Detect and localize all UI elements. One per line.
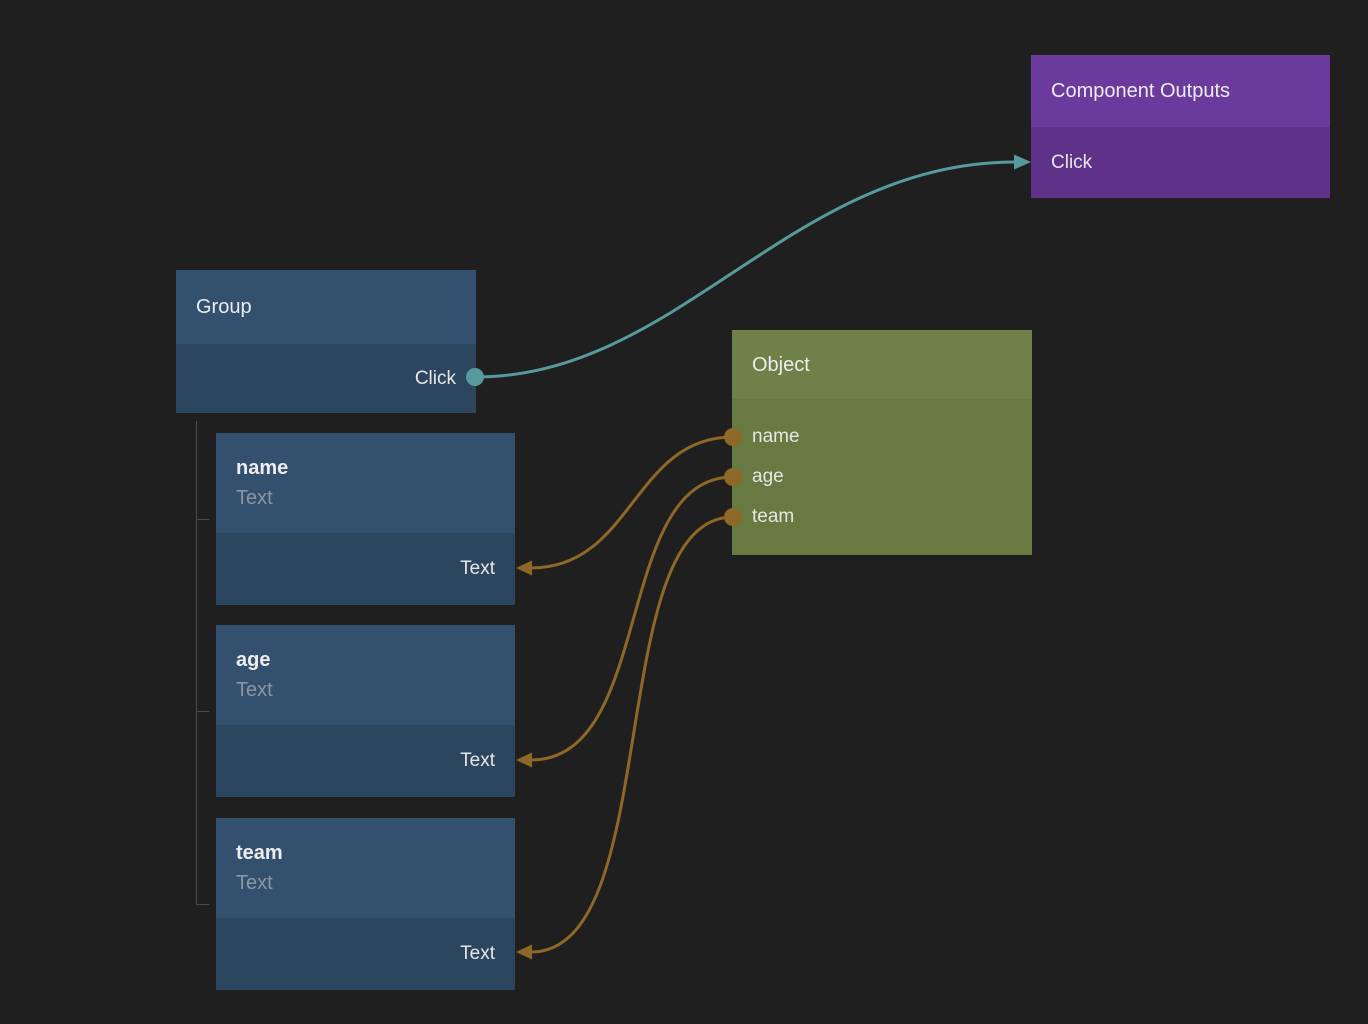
wire-object-team-to-team-text[interactable] (530, 515, 734, 954)
node-age-header[interactable]: age Text (216, 625, 515, 725)
node-group-header[interactable]: Group (176, 270, 476, 344)
node-name-type: Text (236, 487, 273, 509)
port-row-object-name[interactable]: name (732, 417, 1032, 457)
node-team-title: team (236, 842, 283, 864)
node-group-title: Group (196, 296, 252, 318)
port-label-name-text: Text (460, 558, 495, 579)
arrowhead-component-outputs-click-icon (1014, 154, 1031, 170)
node-component-outputs[interactable]: Component Outputs Click (1031, 55, 1330, 198)
arrowhead-team-text-icon (516, 944, 532, 960)
node-age-type: Text (236, 679, 273, 701)
node-team-type: Text (236, 872, 273, 894)
port-row-object-age[interactable]: age (732, 457, 1032, 497)
port-label-team-text: Text (460, 943, 495, 964)
port-row-age-text[interactable]: Text (216, 725, 515, 797)
node-name[interactable]: name Text Text (216, 433, 515, 605)
port-label-component-outputs-click: Click (1051, 151, 1093, 173)
port-row-name-text[interactable]: Text (216, 533, 515, 605)
node-name-title: name (236, 457, 289, 479)
node-age[interactable]: age Text Text (216, 625, 515, 797)
node-component-outputs-body: Click (1031, 127, 1330, 198)
arrowhead-age-text-icon (516, 752, 532, 768)
wire-object-name-to-name-text[interactable] (530, 435, 734, 570)
node-component-outputs-header[interactable]: Component Outputs (1031, 55, 1330, 127)
node-age-body: Text (216, 725, 515, 797)
node-object[interactable]: Object name age team (732, 330, 1032, 555)
node-team-body: Text (216, 918, 515, 990)
tree-connector-line (196, 421, 209, 905)
node-object-header[interactable]: Object (732, 330, 1032, 399)
arrowhead-name-text-icon (516, 560, 532, 576)
port-label-group-click: Click (414, 367, 456, 389)
port-row-object-team[interactable]: team (732, 497, 1032, 537)
node-object-body: name age team (732, 399, 1032, 555)
port-row-group-click[interactable]: Click (176, 344, 476, 413)
node-name-header[interactable]: name Text (216, 433, 515, 533)
node-name-body: Text (216, 533, 515, 605)
node-component-outputs-title: Component Outputs (1051, 80, 1230, 102)
node-group-body: Click (176, 344, 476, 413)
node-age-title: age (236, 649, 271, 671)
port-label-object-name: name (752, 426, 800, 447)
node-team-header[interactable]: team Text (216, 818, 515, 918)
port-label-object-team: team (752, 506, 795, 527)
node-object-title: Object (752, 353, 810, 376)
port-row-component-outputs-click[interactable]: Click (1031, 127, 1330, 198)
node-team[interactable]: team Text Text (216, 818, 515, 990)
port-label-age-text: Text (460, 750, 495, 771)
node-group[interactable]: Group Click (176, 270, 476, 413)
port-label-object-age: age (752, 466, 784, 487)
port-row-team-text[interactable]: Text (216, 918, 515, 990)
wire-object-age-to-age-text[interactable] (530, 475, 734, 762)
